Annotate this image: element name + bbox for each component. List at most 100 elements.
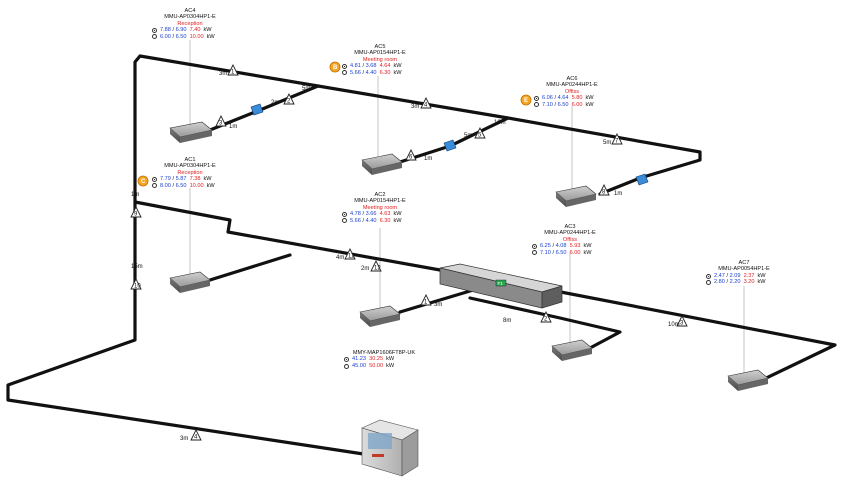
pipe-length-label: 3m <box>411 104 419 110</box>
segment-marker-number: 4 <box>194 435 198 441</box>
segment-marker: 3 <box>215 114 227 127</box>
segment-marker-number: 10 <box>134 284 141 290</box>
unit-model: MMU-AP0304HP1-E <box>164 163 216 170</box>
unit-name: AC7 <box>738 260 750 266</box>
segment-marker: 8 <box>598 183 610 196</box>
unit-model: MMU-AP0054HP1-E <box>718 266 770 273</box>
indoor-unit-ac4[interactable] <box>169 121 213 143</box>
branch-joint-c[interactable]: C <box>137 175 149 187</box>
segment-marker-number: 6 <box>409 155 413 161</box>
refnet-fitting-icon[interactable] <box>635 173 649 186</box>
indoor-unit-ac6[interactable] <box>555 185 597 207</box>
cooling-mode-icon <box>534 102 539 108</box>
unit-name: AC6 <box>566 76 578 82</box>
branch-joint-e[interactable]: E <box>520 94 532 106</box>
indoor-unit-label-ac6: AC6 MMU-AP0244HP1-E Offiss 6.06 / 4.64 5… <box>534 76 610 108</box>
leader-lines <box>189 40 745 376</box>
pipe-lower-run <box>133 200 442 272</box>
indoor-unit-label-ac1: AC1 MMU-AP0304HP1-E Reception 7.79 / 5.8… <box>152 157 228 189</box>
segment-marker-number: 12 <box>374 266 381 272</box>
pipe-length-label: 1m <box>424 156 432 162</box>
unit-name: AC5 <box>374 44 386 50</box>
heating-mode-icon <box>342 211 347 217</box>
pipe-main-riser <box>6 54 702 457</box>
unit-room: Meeting room <box>362 204 398 211</box>
segment-marker-number: 9 <box>134 212 138 218</box>
segment-marker: 7 <box>611 132 623 145</box>
pipe-length-label: 5m <box>302 86 310 92</box>
pipe-length-label: 8m <box>503 318 511 324</box>
indoor-unit-ac3[interactable] <box>551 339 593 361</box>
pipe-length-label: 10m <box>494 120 506 126</box>
segment-marker-number: 2 <box>544 317 548 323</box>
heating-mode-icon <box>532 243 537 249</box>
pipe-length-label: 2m <box>271 100 279 106</box>
cooling-mode-icon <box>706 279 711 285</box>
pipe-length-label: 3m <box>434 302 442 308</box>
cooling-mode-icon <box>344 363 349 369</box>
unit-room: Reception <box>177 169 203 176</box>
segment-marker: 1 <box>227 63 239 76</box>
indoor-unit-label-ac2: AC2 MMU-AP0154HP1-E Meeting room 4.78 / … <box>342 192 418 224</box>
segment-marker: 5 <box>474 126 486 139</box>
segment-marker: 1 <box>420 293 432 306</box>
segment-marker-number: 4 <box>424 103 428 109</box>
indoor-unit-ac2[interactable] <box>359 305 401 327</box>
pipe-length-label: 4m <box>336 255 344 261</box>
outdoor-unit[interactable] <box>361 419 419 477</box>
unit-room: Offiss <box>562 236 578 243</box>
pipe-length-label: 5m <box>464 133 472 139</box>
pipe-length-label: 5m <box>603 140 611 146</box>
cooling-mode-icon <box>152 34 157 40</box>
segment-marker: 3 <box>676 314 688 327</box>
pipe-header-ac2 <box>398 286 482 314</box>
flow-selector-box[interactable]: F1 <box>439 263 563 309</box>
indoor-unit-label-ac5: AC5 MMU-AP0154HP1-E Meeting room 4.81 / … <box>342 44 418 76</box>
unit-model: MMU-AP0244HP1-E <box>544 230 596 237</box>
branch-joint-b[interactable]: B <box>329 61 341 73</box>
indoor-unit-ac1[interactable] <box>169 271 211 293</box>
pipe-branch-ac1 <box>208 253 292 282</box>
heating-mode-icon <box>344 357 349 363</box>
unit-model: MMU-AP0154HP1-E <box>354 198 406 205</box>
outdoor-unit-badge <box>372 454 384 457</box>
header-unit-label: F1 <box>498 281 504 286</box>
pipe-length-label: 1m <box>229 124 237 130</box>
refnet-fitting-icon[interactable] <box>250 103 264 116</box>
refnet-fitting-icon[interactable] <box>443 139 457 152</box>
unit-name: AC4 <box>184 8 196 14</box>
segment-marker: 10 <box>130 277 142 290</box>
pipe-length-label: 10m <box>668 322 680 328</box>
indoor-unit-label-ac4: AC4 MMU-AP0304HP1-E Reception 7.88 / 6.9… <box>152 8 228 40</box>
segment-marker-number: 3 <box>219 121 223 127</box>
unit-room: Offiss <box>564 88 580 95</box>
unit-room: Meeting room <box>362 56 398 63</box>
unit-model: MMU-AP0154HP1-E <box>354 50 406 57</box>
segment-marker: 6 <box>405 148 417 161</box>
segment-marker: 4 <box>190 428 202 441</box>
cooling-mode-icon <box>532 250 537 256</box>
branch-joint-letter: C <box>141 179 146 185</box>
refrigerant-pipes <box>6 54 837 457</box>
pipe-branch-ac4 <box>208 84 320 132</box>
heating-mode-icon <box>706 273 711 279</box>
heating-mode-icon <box>152 176 157 182</box>
indoor-unit-ac7[interactable] <box>727 369 769 391</box>
indoor-unit-ac5[interactable] <box>361 153 403 175</box>
segment-marker: 11 <box>344 247 356 260</box>
pipe-length-label: 3m <box>219 71 227 77</box>
heating-mode-icon <box>152 27 157 33</box>
